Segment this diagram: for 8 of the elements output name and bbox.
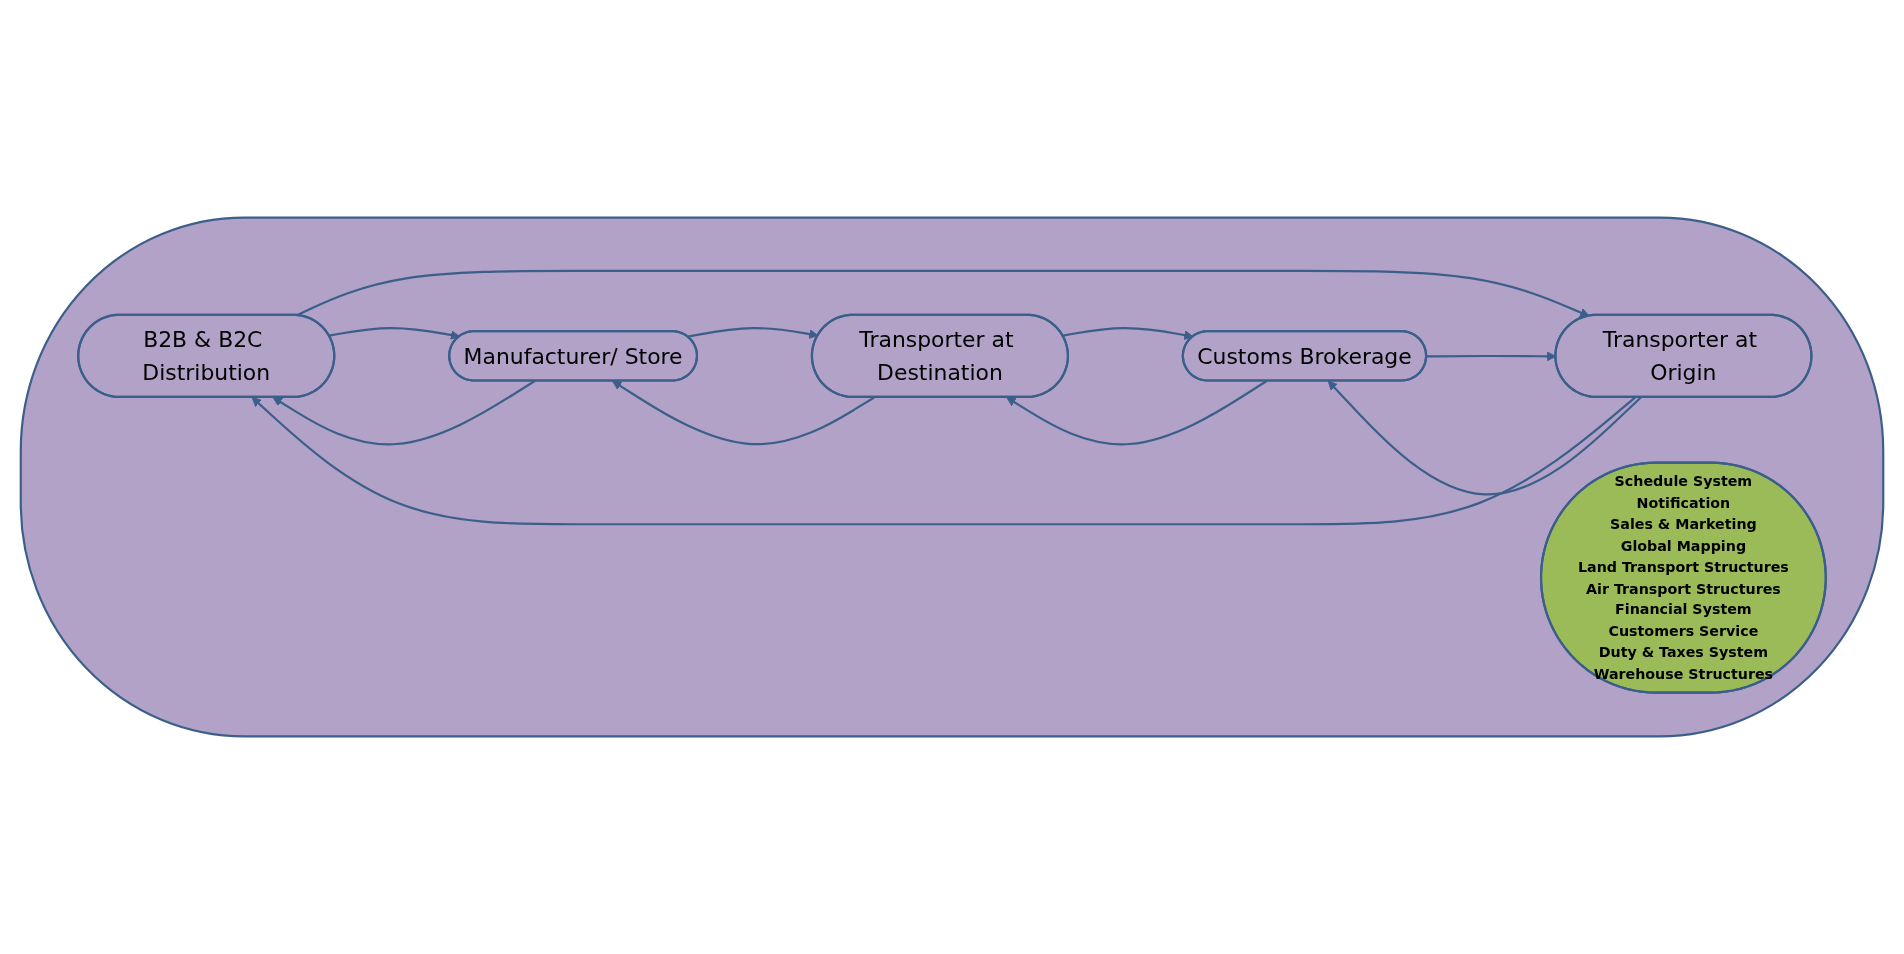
arrow <box>1327 380 1642 496</box>
arrow <box>251 396 1636 526</box>
arrow <box>272 380 536 446</box>
arrow <box>295 269 1590 318</box>
arrow <box>1006 380 1268 446</box>
arrow <box>612 380 875 446</box>
arrow <box>1062 327 1194 340</box>
arrow <box>687 327 819 339</box>
